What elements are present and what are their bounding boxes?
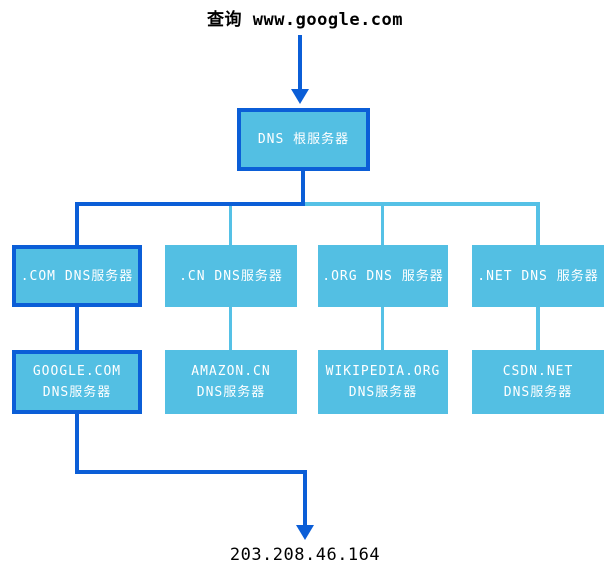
connector-com-to-google	[75, 307, 79, 350]
auth-csdn-server-type: DNS服务器	[503, 385, 573, 400]
root-dns-server-label: DNS 根服务器	[257, 132, 350, 147]
tld-net-server-label: .NET DNS 服务器	[477, 268, 599, 284]
auth-wikipedia-server-box: WIKIPEDIA.ORG DNS服务器	[318, 350, 448, 414]
connector-bus-to-cn	[229, 203, 232, 245]
result-path-vertical-right	[303, 470, 307, 526]
auth-csdn-server-box: CSDN.NET DNS服务器	[472, 350, 604, 414]
auth-amazon-server-name: AMAZON.CN	[191, 364, 271, 379]
auth-wikipedia-server-type: DNS服务器	[348, 385, 418, 400]
auth-amazon-server-box: AMAZON.CN DNS服务器	[165, 350, 297, 414]
resolved-ip-label: 203.208.46.164	[229, 545, 381, 565]
tld-cn-server-label: .CN DNS服务器	[179, 268, 283, 284]
connector-root-to-bus	[301, 170, 305, 204]
auth-google-server-type: DNS服务器	[42, 385, 112, 400]
auth-google-server-box: GOOGLE.COM DNS服务器	[12, 350, 142, 414]
auth-wikipedia-server-name: WIKIPEDIA.ORG	[325, 364, 441, 379]
auth-csdn-server-name: CSDN.NET	[502, 364, 574, 379]
arrow-query-to-root-head-icon	[291, 89, 309, 104]
bus-light-segment	[305, 202, 540, 206]
tld-com-server-box: .COM DNS服务器	[12, 245, 142, 307]
tld-org-server-label: .ORG DNS 服务器	[322, 268, 444, 284]
connector-bus-to-org	[381, 203, 384, 245]
arrow-query-to-root-line	[298, 35, 302, 90]
connector-cn-to-amazon	[229, 307, 232, 350]
connector-bus-to-net	[536, 203, 540, 245]
result-arrow-head-icon	[296, 525, 314, 540]
tld-net-server-box: .NET DNS 服务器	[472, 245, 604, 307]
result-path-horizontal	[75, 470, 307, 474]
tld-org-server-box: .ORG DNS 服务器	[318, 245, 448, 307]
auth-google-server-name: GOOGLE.COM	[32, 364, 122, 379]
connector-org-to-wikipedia	[381, 307, 384, 350]
result-path-vertical-left	[75, 414, 79, 472]
tld-cn-server-box: .CN DNS服务器	[165, 245, 297, 307]
auth-amazon-server-type: DNS服务器	[196, 385, 266, 400]
bus-dark-segment	[75, 202, 305, 206]
tld-com-server-label: .COM DNS服务器	[20, 268, 134, 284]
connector-bus-to-com	[75, 202, 79, 245]
query-label: 查询 www.google.com	[206, 10, 404, 30]
connector-net-to-csdn	[536, 307, 540, 350]
root-dns-server-box: DNS 根服务器	[237, 108, 370, 171]
